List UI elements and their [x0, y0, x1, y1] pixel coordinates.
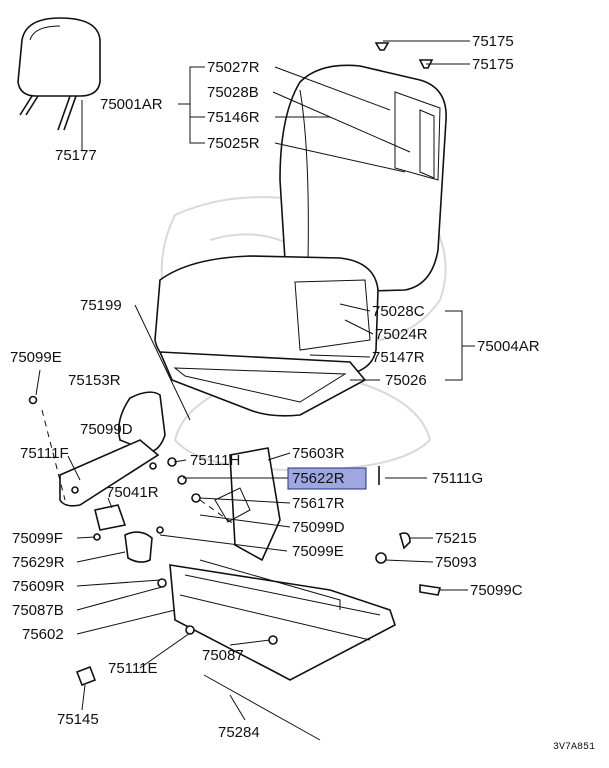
side-shield	[59, 391, 166, 563]
label-75004AR: 75004AR	[477, 338, 540, 355]
label-75001AR: 75001AR	[100, 96, 163, 113]
label-75146R: 75146R	[207, 109, 260, 126]
label-75199: 75199	[80, 297, 122, 314]
fasteners	[28, 42, 442, 741]
label-75602: 75602	[22, 626, 64, 643]
part-labels: 75175 75175 75027R 75028B 75146R 75025R …	[10, 33, 595, 753]
label-75111G: 75111G	[432, 470, 483, 487]
label-75175-a: 75175	[472, 33, 514, 50]
label-75629R: 75629R	[12, 554, 65, 571]
seat-cushion	[154, 255, 379, 417]
label-75028B: 75028B	[207, 84, 259, 101]
label-75041R: 75041R	[106, 484, 159, 501]
label-75099E-top: 75099E	[10, 349, 62, 366]
label-75028C: 75028C	[372, 303, 425, 320]
label-75147R: 75147R	[372, 349, 425, 366]
label-75153R: 75153R	[68, 372, 121, 389]
headrest	[17, 17, 101, 131]
leader-lines	[35, 40, 475, 721]
seat-frame-rails	[169, 447, 396, 681]
label-75284: 75284	[218, 724, 260, 741]
label-75175-b: 75175	[472, 56, 514, 73]
label-75609R: 75609R	[12, 578, 65, 595]
label-75093: 75093	[435, 554, 477, 571]
label-75087: 75087	[202, 647, 244, 664]
diagram-code: 3V7A851	[553, 742, 595, 753]
label-75111H: 75111H	[190, 452, 240, 469]
highlight-box	[287, 467, 367, 490]
label-75099D-left: 75099D	[80, 421, 133, 438]
label-75026: 75026	[385, 372, 427, 389]
label-75099C: 75099C	[470, 582, 523, 599]
label-75622R: 75622R	[292, 470, 345, 487]
hidden-lines	[41, 409, 236, 526]
label-75111F: 75111F	[20, 445, 69, 462]
label-75099F: 75099F	[12, 530, 63, 547]
label-75087B: 75087B	[12, 602, 64, 619]
label-75111E: 75111E	[108, 660, 158, 677]
label-75215: 75215	[435, 530, 477, 547]
label-75099E-mid: 75099E	[292, 543, 344, 560]
label-75603R: 75603R	[292, 445, 345, 462]
label-75027R: 75027R	[207, 59, 260, 76]
label-75145: 75145	[57, 711, 99, 728]
label-75177: 75177	[55, 147, 97, 164]
label-75025R: 75025R	[207, 135, 260, 152]
label-75024R: 75024R	[375, 326, 428, 343]
label-75099D-mid: 75099D	[292, 519, 345, 536]
label-75617R: 75617R	[292, 495, 345, 512]
